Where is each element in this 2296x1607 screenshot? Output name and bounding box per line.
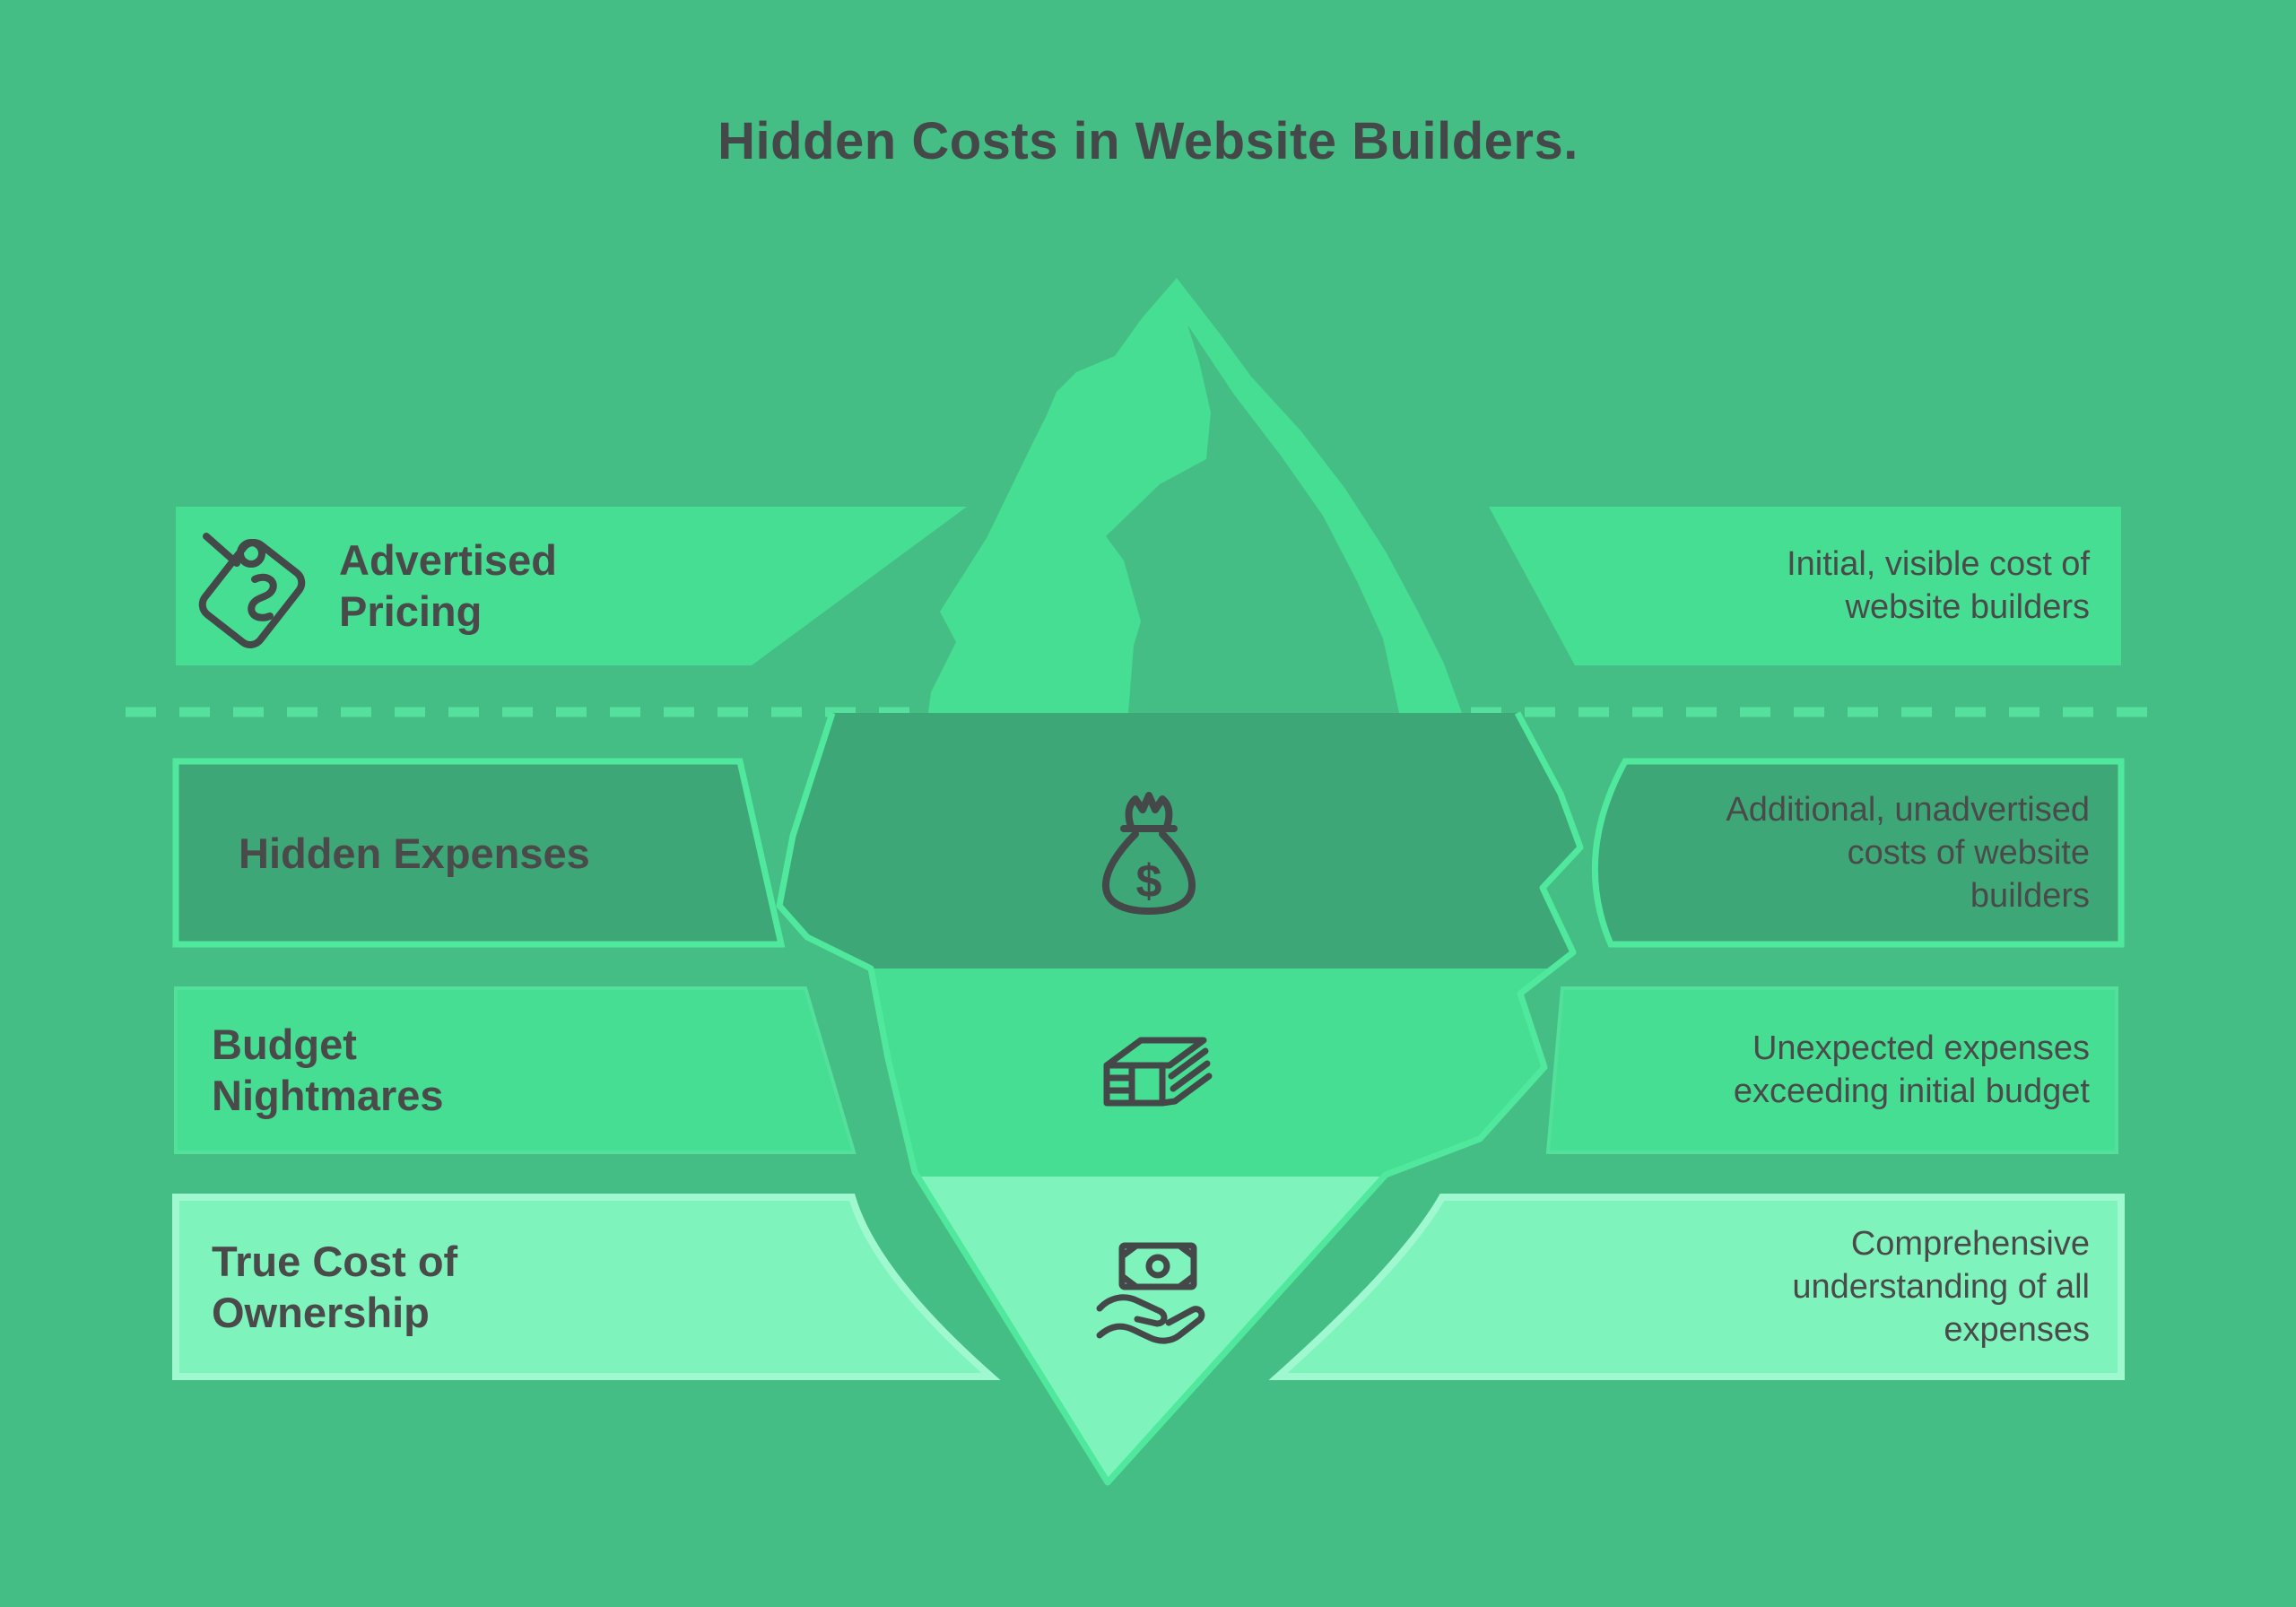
money-bag-icon: $ (1102, 792, 1196, 915)
row2-label: Hidden Expenses (239, 828, 590, 879)
row1-description-line: Initial, visible cost of (1787, 545, 2090, 583)
row4-label: True Cost of Ownership (212, 1236, 457, 1338)
row2-left-box (172, 758, 786, 948)
row2-description-line: costs of website (1847, 834, 2090, 872)
row3-description: Unexpected expenses exceeding initial bu… (1734, 1027, 2090, 1113)
row3-label-line: Nightmares (212, 1072, 444, 1119)
row4-left-box (172, 1194, 1001, 1380)
row1-description: Initial, visible cost of website builder… (1787, 543, 2090, 629)
row3-right-box (1545, 986, 2118, 1154)
row4-right-box (1268, 1194, 2125, 1380)
money-hand-icon (1096, 1242, 1205, 1344)
price-tag-icon (198, 533, 306, 648)
row2-description-line: Additional, unadvertised (1726, 791, 2090, 829)
iceberg-submerged-outline (776, 711, 1584, 1486)
row4-description-line: expenses (1944, 1311, 2090, 1349)
row1-label: Advertised Pricing (339, 534, 557, 637)
row1-label-line: Advertised (339, 536, 557, 584)
row1-description-line: website builders (1845, 588, 2090, 626)
row2-description: Additional, unadvertised costs of websit… (1726, 788, 2090, 917)
row3-label: Budget Nightmares (212, 1019, 444, 1121)
svg-text:$: $ (1136, 856, 1162, 908)
cash-stack-icon (1103, 1037, 1213, 1107)
iceberg-peak-facet (1106, 325, 1399, 713)
page-title: Hidden Costs in Website Builders. (718, 112, 1578, 170)
row3-description-line: Unexpected expenses (1752, 1029, 2090, 1067)
row1-right-box (1489, 507, 2121, 665)
row2-right-box (1591, 758, 2125, 948)
row4-description-line: understanding of all (1792, 1268, 2090, 1306)
row1-left-box (176, 507, 967, 665)
row3-left-box (174, 986, 857, 1154)
row4-description: Comprehensive understanding of all expen… (1792, 1222, 2090, 1351)
row4-label-line: True Cost of (212, 1238, 458, 1285)
row3-description-line: exceeding initial budget (1733, 1073, 2090, 1110)
row2-description-line: builders (1970, 877, 2090, 915)
row3-label-line: Budget (212, 1021, 357, 1068)
row4-description-line: Comprehensive (1850, 1225, 2090, 1263)
row4-label-line: Ownership (212, 1289, 430, 1336)
row2-label-line: Hidden Expenses (239, 830, 590, 877)
row1-label-line: Pricing (339, 587, 483, 635)
